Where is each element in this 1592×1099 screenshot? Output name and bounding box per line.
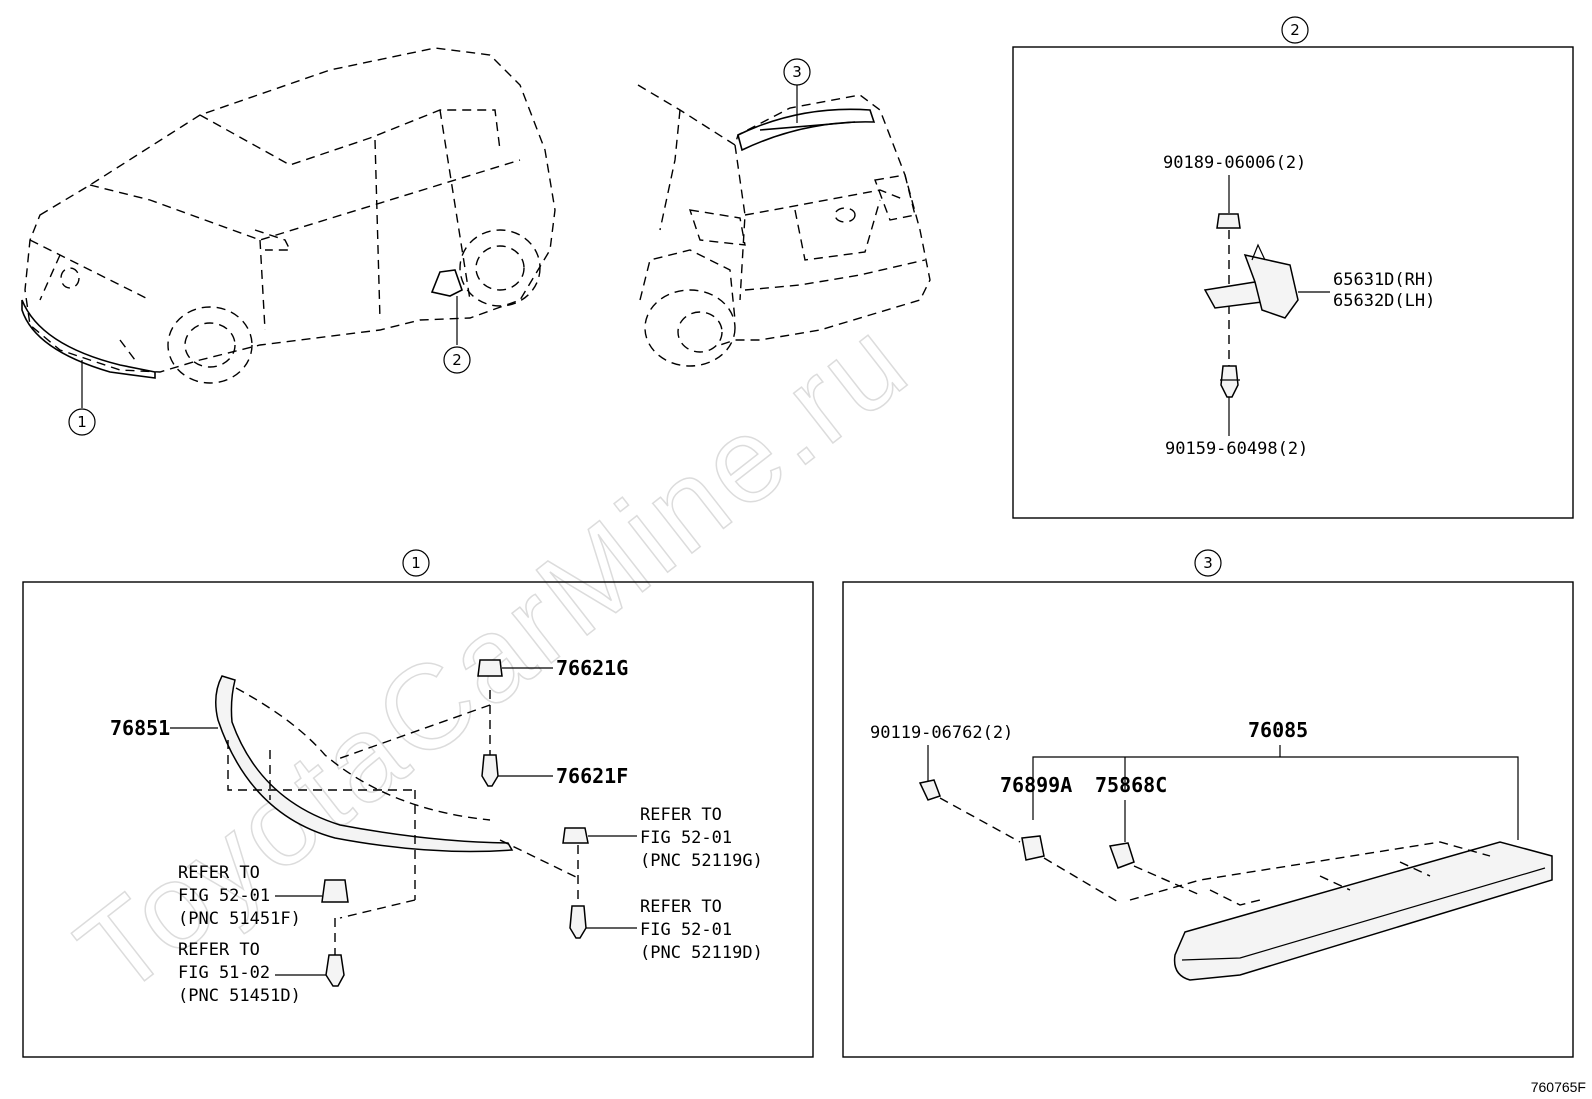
part-76851: 76851 (110, 716, 170, 740)
callout-1-top: 1 (68, 408, 96, 436)
panel-2-frame (1012, 46, 1574, 519)
part-76621G: 76621G (556, 656, 628, 680)
clip-nut-icon (1216, 213, 1241, 229)
clip-75868C-icon (1108, 842, 1135, 869)
callout-3-text: 3 (792, 63, 802, 81)
nut-76899A-icon (1021, 835, 1045, 861)
callout-2-top: 2 (443, 346, 471, 374)
part-90189: 90189-06006(2) (1163, 153, 1306, 173)
panel-3: 3 76085 90119-06762(2) 76899A 75868C (842, 549, 1574, 1058)
callout-2-text: 2 (452, 351, 462, 369)
part-76085: 76085 (1248, 718, 1308, 742)
bolt-90119-icon (918, 779, 941, 801)
ref-d-line1: REFER TO (178, 940, 260, 960)
mudguard-icon (1243, 253, 1299, 319)
panel-2: 2 90189-06006(2) 65631D(RH) 65632D(LH) 9… (1012, 16, 1574, 519)
panel-3-frame (842, 581, 1574, 1058)
part-75868C: 75868C (1095, 773, 1167, 797)
callout-1-text: 1 (77, 413, 87, 431)
part-76899A: 76899A (1000, 773, 1072, 797)
ref-d-line3: (PNC 51451D) (178, 986, 301, 1006)
ref-b-line3: (PNC 52119D) (640, 943, 763, 963)
ref-d-line2: FIG 51-02 (178, 963, 270, 983)
panel-1: 1 76851 76621G 76621F REFER TO FIG 52-01… (22, 549, 814, 1058)
ref-c-line2: FIG 52-01 (178, 886, 270, 906)
screw-icon (1220, 365, 1239, 398)
screw-52119D-icon (569, 905, 587, 939)
panel-1-label: 1 (411, 554, 421, 572)
part-76621F: 76621F (556, 764, 628, 788)
front-lower-spoiler (215, 675, 514, 853)
ref-b-line2: FIG 52-01 (640, 920, 732, 940)
screw-51451D-icon (325, 954, 345, 987)
rear-car-illustration (637, 84, 931, 367)
part-65632D: 65632D(LH) (1333, 291, 1435, 311)
part-90159: 90159-60498(2) (1165, 439, 1308, 459)
clip-76621G-icon (477, 659, 503, 677)
bracket-icon (1203, 281, 1264, 309)
ref-b-line1: REFER TO (640, 897, 722, 917)
clip-52119G-icon (562, 827, 589, 844)
callout-3-top: 3 (783, 58, 811, 86)
ref-a-line2: FIG 52-01 (640, 828, 732, 848)
figure-code: 760765F (1531, 1079, 1586, 1095)
ref-a-line1: REFER TO (640, 805, 722, 825)
part-65631D: 65631D(RH) (1333, 270, 1435, 290)
screw-76621F-icon (481, 754, 499, 787)
ref-a-line3: (PNC 52119G) (640, 851, 763, 871)
panel-2-label: 2 (1290, 21, 1300, 39)
panel-1-frame (22, 581, 814, 1058)
ref-c-line3: (PNC 51451F) (178, 909, 301, 929)
front-car-illustration (21, 47, 556, 408)
part-90119: 90119-06762(2) (870, 723, 1013, 743)
panel-3-label: 3 (1203, 554, 1213, 572)
rear-spoiler (1173, 841, 1553, 981)
clip-51451F-icon (321, 879, 349, 903)
ref-c-line1: REFER TO (178, 863, 260, 883)
